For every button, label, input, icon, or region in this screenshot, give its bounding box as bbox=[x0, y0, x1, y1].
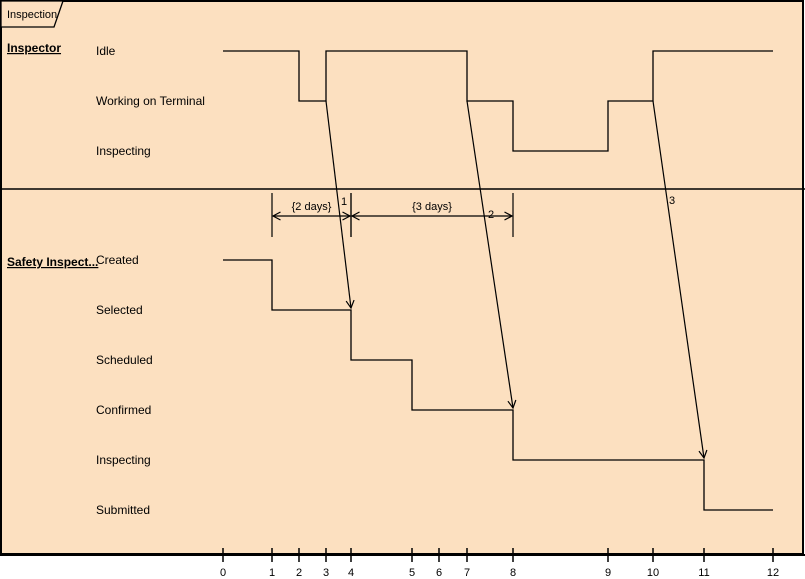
axis-tick-label: 3 bbox=[323, 567, 329, 579]
axis-tick-label: 2 bbox=[296, 567, 302, 579]
constraint-label: {3 days} bbox=[412, 201, 452, 213]
axis-tick-label: 6 bbox=[436, 567, 442, 579]
state-waveform[interactable] bbox=[223, 50, 773, 152]
message-arrow bbox=[325, 100, 355, 310]
frame-title: Inspection bbox=[7, 9, 57, 21]
frame-name-tab[interactable]: Inspection bbox=[0, 0, 64, 28]
axis-tick-label: 0 bbox=[220, 567, 226, 579]
state-label[interactable]: Selected bbox=[96, 303, 143, 317]
message-arrow bbox=[466, 100, 517, 410]
axis-tick-label: 8 bbox=[510, 567, 516, 579]
axis-tick-label: 11 bbox=[698, 567, 709, 579]
state-label[interactable]: Inspecting bbox=[96, 144, 151, 158]
frame-border bbox=[0, 0, 804, 555]
message[interactable]: 1 bbox=[325, 100, 355, 310]
axis-tick-label: 9 bbox=[605, 567, 611, 579]
frame-tab-shape bbox=[0, 0, 64, 28]
lifeline-title[interactable]: Inspector bbox=[7, 41, 61, 55]
state-label[interactable]: Created bbox=[96, 253, 139, 267]
lifeline: Safety Inspect...CreatedSelectedSchedule… bbox=[7, 253, 773, 517]
state-label[interactable]: Inspecting bbox=[96, 453, 151, 467]
axis-tick-label: 12 bbox=[767, 567, 779, 579]
constraint-label: {2 days} bbox=[292, 201, 332, 213]
state-label[interactable]: Submitted bbox=[96, 503, 150, 517]
axis-tick-label: 7 bbox=[464, 567, 470, 579]
axis-tick-label: 1 bbox=[269, 567, 275, 579]
message-label: 2 bbox=[488, 209, 494, 221]
axis-tick-label: 10 bbox=[647, 567, 659, 579]
message-label: 1 bbox=[341, 196, 347, 208]
message[interactable]: 2 bbox=[466, 100, 517, 410]
message[interactable]: 3 bbox=[652, 100, 708, 460]
state-label[interactable]: Confirmed bbox=[96, 403, 151, 417]
state-label[interactable]: Scheduled bbox=[96, 353, 153, 367]
state-waveform[interactable] bbox=[223, 259, 773, 511]
state-label[interactable]: Working on Terminal bbox=[96, 94, 205, 108]
axis-tick-label: 4 bbox=[348, 567, 354, 579]
message-arrow bbox=[652, 100, 708, 460]
axis-tick-label: 5 bbox=[409, 567, 415, 579]
message-label: 3 bbox=[669, 195, 675, 207]
lifeline-title[interactable]: Safety Inspect... bbox=[7, 255, 98, 269]
state-label[interactable]: Idle bbox=[96, 44, 116, 58]
duration-constraint[interactable]: {3 days} bbox=[350, 193, 514, 237]
